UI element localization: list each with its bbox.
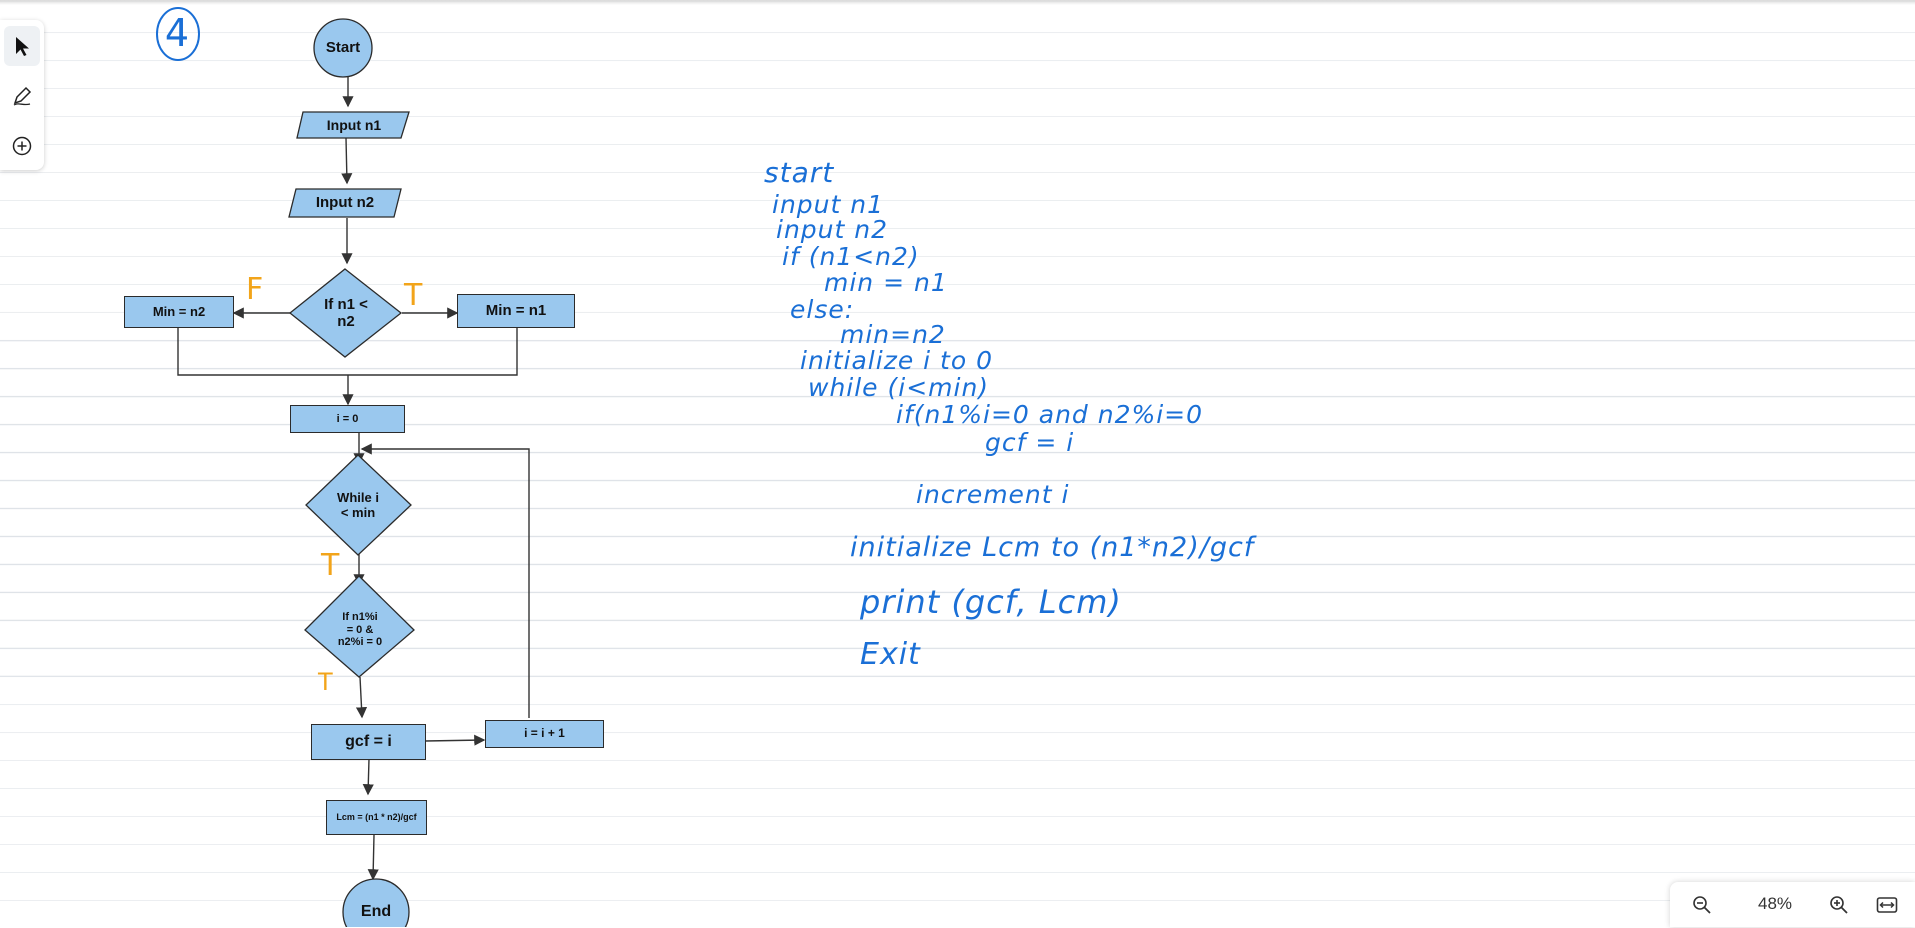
pseudo-line-3: input n2: [776, 215, 889, 244]
pseudo-line-1: start: [764, 156, 835, 189]
pseudo-line-14: print (gcf, Lcm): [860, 583, 1122, 621]
end-node: [342, 878, 410, 927]
min-n2-box: Min = n2: [124, 296, 234, 328]
zoom-in-button[interactable]: [1825, 891, 1853, 919]
decision-min-shape: [288, 268, 403, 358]
branch-label-true-while: T: [321, 548, 340, 583]
select-tool-button[interactable]: [4, 26, 40, 66]
zoom-level[interactable]: 48%: [1757, 894, 1793, 913]
lcm-box: Lcm = (n1 * n2)/gcf: [326, 800, 427, 835]
start-label: Start: [325, 39, 361, 57]
top-edge-shadow: [0, 0, 1915, 5]
fit-width-icon: [1876, 897, 1898, 913]
if-divides-label: If n1%i = 0 & n2%i = 0: [337, 611, 383, 649]
min-n1-box: Min = n1: [457, 294, 575, 328]
input-n1-shape: [296, 111, 410, 139]
pseudo-line-10: if(n1%i=0 and n2%i=0: [896, 400, 1204, 429]
decision-min-label: If n1 < n2: [324, 295, 368, 330]
input-n2-label: Input n2: [315, 194, 375, 212]
circle-scribble-icon: [156, 7, 200, 61]
zoom-out-button[interactable]: [1688, 891, 1716, 919]
input-n1-label: Input n1: [326, 116, 382, 133]
if-divides-shape: [304, 575, 415, 678]
fit-width-button[interactable]: [1873, 891, 1901, 919]
cursor-arrow-icon: [16, 37, 29, 56]
pseudo-line-2: input n1: [772, 190, 885, 219]
pen-tool-button[interactable]: [4, 76, 40, 116]
init-i-box: i = 0: [290, 405, 405, 433]
pseudo-line-5: min = n1: [824, 268, 948, 297]
tool-palette: [0, 20, 44, 170]
gcf-box: gcf = i: [311, 724, 426, 760]
while-shape: [305, 454, 412, 556]
add-tool-button[interactable]: [4, 126, 40, 166]
end-label: End: [360, 902, 392, 920]
pseudo-line-4: if (n1<n2): [782, 242, 920, 271]
pseudo-line-8: initialize i to 0: [800, 346, 993, 375]
zoom-in-icon: [1830, 896, 1848, 914]
branch-label-false: F: [246, 272, 264, 307]
pseudo-line-13: initialize Lcm to (n1*n2)/gcf: [850, 532, 1255, 563]
input-n2-shape: [288, 188, 402, 218]
pen-icon: [13, 86, 32, 106]
page-number-handwritten: 4: [153, 4, 201, 62]
pseudo-line-7: min=n2: [840, 320, 946, 349]
pseudo-line-12: increment i: [916, 480, 1070, 509]
pseudo-line-15: Exit: [860, 637, 921, 672]
start-node: [313, 18, 373, 78]
increment-box: i = i + 1: [485, 720, 604, 748]
branch-label-true-if: T: [318, 668, 333, 696]
zoom-controls: 48%: [1670, 882, 1915, 927]
while-label: While i < min: [337, 490, 379, 520]
branch-label-true-right: T: [404, 278, 423, 313]
pseudo-line-11: gcf = i: [985, 428, 1075, 457]
plus-circle-icon: [12, 136, 32, 156]
pseudo-line-6: else:: [790, 295, 855, 324]
zoom-out-icon: [1693, 896, 1711, 914]
pseudo-line-9: while (i<min): [808, 373, 990, 402]
